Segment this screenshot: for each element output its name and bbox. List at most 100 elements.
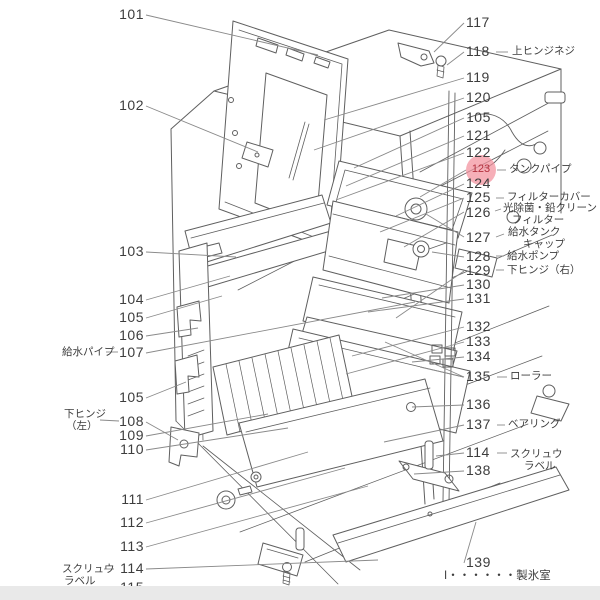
leader-line <box>495 233 505 238</box>
callout-number-101[interactable]: 101 <box>119 6 144 22</box>
leader-line <box>145 421 179 441</box>
callout-number-125[interactable]: 125 <box>466 189 491 205</box>
leader-line <box>431 251 465 258</box>
callout-number-113[interactable]: 113 <box>120 538 144 554</box>
leader-line <box>463 521 477 564</box>
tank-cap <box>404 197 428 221</box>
callout-number-136[interactable]: 136 <box>466 396 491 412</box>
part-label: ローラー <box>510 370 552 382</box>
leader-line <box>411 404 465 408</box>
leader-line <box>395 183 465 217</box>
callout-number-114[interactable]: 114 <box>466 444 490 460</box>
leader-line <box>413 470 465 475</box>
callout-number-129[interactable]: 129 <box>466 262 491 278</box>
callout-number-130[interactable]: 130 <box>466 276 491 292</box>
callout-number-104[interactable]: 104 <box>119 291 144 307</box>
leader-line <box>313 97 465 151</box>
callout-number-117[interactable]: 117 <box>466 14 490 30</box>
callout-number-105[interactable]: 105 <box>119 389 144 405</box>
leader-line <box>384 341 465 378</box>
callout-number-128[interactable]: 128 <box>466 248 491 264</box>
leader-line <box>323 77 465 121</box>
leader-line <box>145 467 346 524</box>
callout-number-119[interactable]: 119 <box>466 69 490 85</box>
part-label: 光除菌・鉛クリーン <box>503 202 597 214</box>
callout-number-126[interactable]: 126 <box>466 204 491 220</box>
callout-number-120[interactable]: 120 <box>466 89 491 105</box>
callout-number-110[interactable]: 110 <box>120 441 144 457</box>
part-label: 給水パイプ <box>62 346 115 358</box>
leader-line <box>367 298 465 313</box>
callout-number-138[interactable]: 138 <box>466 462 491 478</box>
door-panel <box>218 20 349 252</box>
leader-line <box>145 301 416 354</box>
bottom-left-hinge <box>168 426 200 467</box>
part-label: ベアリング <box>508 418 561 430</box>
callout-number-108[interactable]: 108 <box>119 413 144 429</box>
leader-lines <box>99 14 508 570</box>
leader-line <box>145 427 289 451</box>
leader-line <box>145 485 369 548</box>
callout-number-121[interactable]: 121 <box>466 127 491 143</box>
water-tank-assembly <box>322 91 566 304</box>
callout-number-103[interactable]: 103 <box>119 243 144 259</box>
roller-wheel <box>216 490 236 510</box>
bearing <box>542 384 556 398</box>
callout-number-114[interactable]: 114 <box>120 560 144 576</box>
inner-drawer <box>238 378 444 488</box>
callout-number-131[interactable]: 131 <box>466 290 491 306</box>
footer-note: I・・・・・・製氷室 <box>444 570 551 582</box>
leader-line <box>145 559 379 570</box>
part-label: ラベル <box>524 460 556 472</box>
part-label: タンクパイプ <box>509 163 572 175</box>
part-label: フィルターカバー <box>507 191 591 203</box>
part-label: 下ヒンジ（右） <box>507 264 581 276</box>
leader-line <box>446 51 465 66</box>
callout-number-134[interactable]: 134 <box>466 348 491 364</box>
part-label: スクリュウ <box>510 448 563 460</box>
leader-line <box>345 135 465 187</box>
callout-number-133[interactable]: 133 <box>466 333 491 349</box>
part-label: 上ヒンジネジ <box>512 45 575 57</box>
leader-line <box>335 152 465 201</box>
part-label: キャップ <box>523 238 565 250</box>
leader-line <box>435 452 465 457</box>
part-label: フィルター <box>512 214 565 226</box>
callout-number-105[interactable]: 105 <box>119 309 144 325</box>
part-label: ラベル <box>64 575 96 587</box>
callout-number-118[interactable]: 118 <box>466 43 490 59</box>
part-label: 給水タンク <box>508 226 561 238</box>
leader-line <box>403 211 465 248</box>
callout-number-135[interactable]: 135 <box>466 368 491 384</box>
callout-number-137[interactable]: 137 <box>466 416 491 432</box>
leader-line <box>425 213 465 238</box>
callout-number-132[interactable]: 132 <box>466 318 491 334</box>
part-label: （左） <box>66 420 98 432</box>
callout-number-124[interactable]: 124 <box>466 175 491 191</box>
callout-number-112[interactable]: 112 <box>120 514 144 530</box>
leader-line <box>351 326 465 357</box>
leader-line <box>383 424 465 443</box>
leader-line <box>381 284 465 299</box>
callout-number-111[interactable]: 111 <box>121 491 144 507</box>
callout-number-127[interactable]: 127 <box>466 229 491 245</box>
callout-number-107[interactable]: 107 <box>119 344 144 360</box>
leader-line <box>145 413 269 437</box>
callout-number-105[interactable]: 105 <box>466 109 491 125</box>
part-label: 給水ポンプ <box>507 250 560 262</box>
highlight-circle[interactable] <box>466 155 496 185</box>
callout-number-106[interactable]: 106 <box>119 327 144 343</box>
leader-line <box>145 275 231 301</box>
leader-line <box>494 208 502 212</box>
leader-line <box>145 381 187 399</box>
callout-number-122[interactable]: 122 <box>466 144 491 160</box>
callout-number-139[interactable]: 139 <box>466 554 491 570</box>
callout-number-123[interactable]: 123 <box>471 163 491 175</box>
leader-line <box>395 270 465 319</box>
leader-line <box>145 451 309 501</box>
callout-number-102[interactable]: 102 <box>119 97 144 113</box>
callout-number-109[interactable]: 109 <box>119 427 144 443</box>
